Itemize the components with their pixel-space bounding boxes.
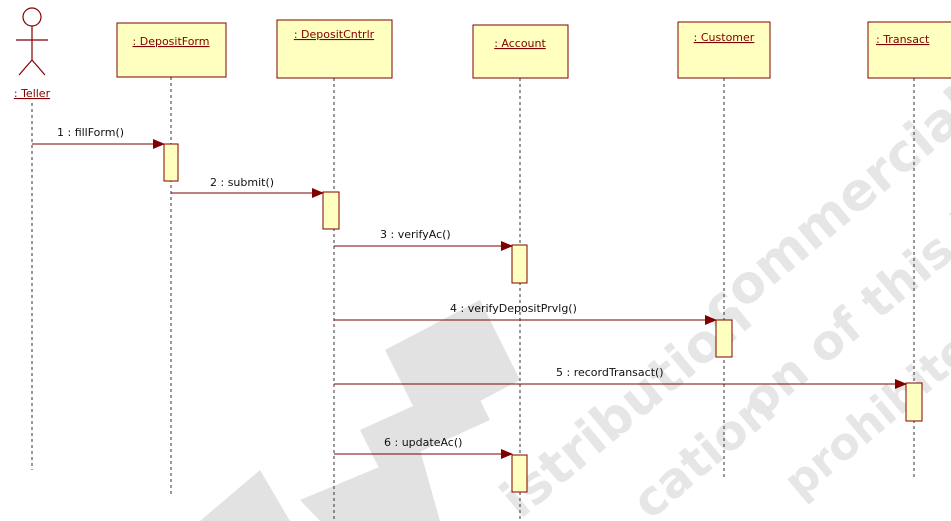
activation-account-2 (511, 454, 528, 493)
watermark-logo (200, 300, 520, 521)
lifeline-label-transact: : Transact (876, 33, 930, 46)
activation-transact (905, 382, 923, 422)
lifeline-head-depositcntrlr[interactable]: : DepositCntrlr (276, 19, 393, 79)
message-6[interactable]: 6 : updateAc() (334, 436, 513, 459)
message-3[interactable]: 3 : verifyAc() (334, 228, 513, 251)
lifeline-label-customer: : Customer (694, 31, 755, 44)
message-label: 3 : verifyAc() (380, 228, 451, 241)
actor-left-leg (18, 59, 33, 76)
message-label: 2 : submit() (210, 176, 274, 189)
message-5[interactable]: 5 : recordTransact() (334, 366, 907, 389)
actor-right-leg (31, 59, 46, 76)
actor-head (22, 7, 42, 27)
message-label: 1 : fillForm() (57, 126, 124, 139)
message-label: 6 : updateAc() (384, 436, 462, 449)
lifeline-label-account: : Account (494, 37, 546, 50)
lifeline-head-account[interactable]: : Account (472, 24, 569, 79)
lifeline-label-depositcntrlr: : DepositCntrlr (294, 28, 375, 41)
message-2[interactable]: 2 : submit() (171, 176, 324, 198)
actor-label: : Teller (14, 87, 51, 100)
message-label: 5 : recordTransact() (556, 366, 664, 379)
activation-account-1 (511, 244, 528, 284)
activation-depositcntrlr (322, 191, 340, 230)
message-1[interactable]: 1 : fillForm() (32, 126, 165, 149)
lifeline-head-depositform[interactable]: : DepositForm (116, 22, 227, 78)
lifeline-head-customer[interactable]: : Customer (677, 21, 771, 79)
message-label: 4 : verifyDepositPrvlg() (450, 302, 577, 315)
message-4[interactable]: 4 : verifyDepositPrvlg() (334, 302, 717, 325)
activation-depositform (163, 143, 179, 182)
lifeline-label-depositform: : DepositForm (133, 35, 210, 48)
activation-customer (715, 319, 733, 358)
lifeline-head-transact[interactable]: : Transact (867, 21, 951, 79)
watermark: commercial on of this bo prohibited. ist… (200, 77, 951, 521)
actor-teller[interactable]: : Teller (14, 7, 51, 100)
